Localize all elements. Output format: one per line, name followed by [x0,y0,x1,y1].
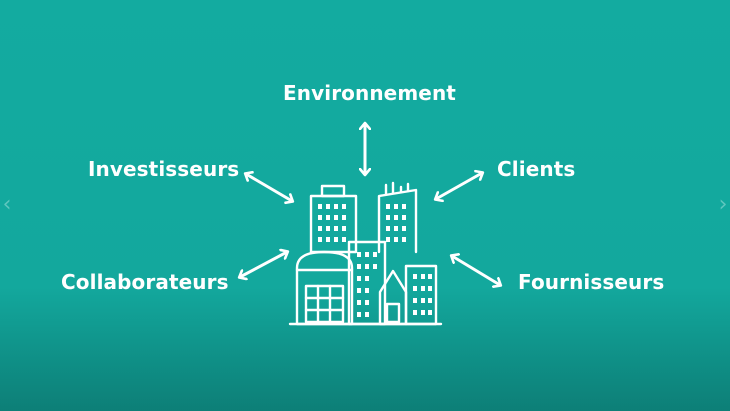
label-collaborateurs: Collaborateurs [61,270,229,294]
arrow-investisseurs-icon [246,174,292,201]
label-clients: Clients [497,157,576,181]
label-environnement: Environnement [283,81,456,105]
city-buildings-icon [288,181,443,326]
arrow-clients-icon [436,173,482,199]
arrow-collaborateurs-icon [240,252,287,277]
label-fournisseurs: Fournisseurs [518,270,665,294]
building-windows [318,204,432,317]
label-investisseurs: Investisseurs [88,157,240,181]
chevron-left-icon[interactable]: ‹ [2,192,12,217]
chevron-right-icon[interactable]: › [718,192,728,217]
arrow-fournisseurs-icon [452,256,500,285]
